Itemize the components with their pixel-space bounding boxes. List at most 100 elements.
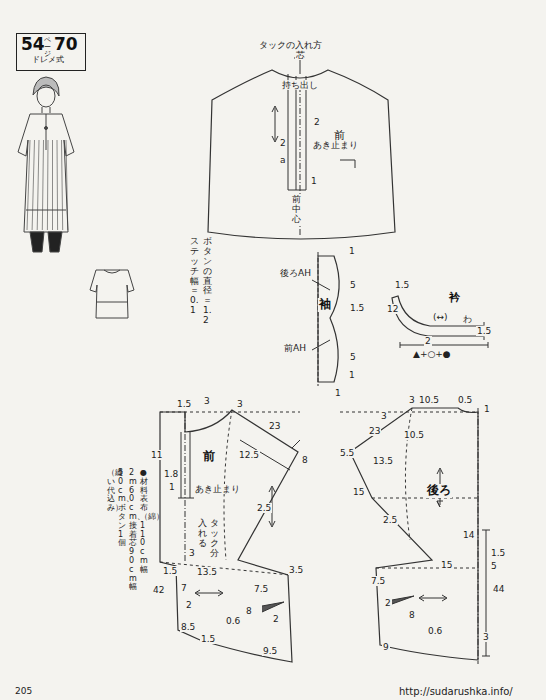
dimension-label: 1.5 [476, 326, 492, 336]
back-view-illustration [90, 270, 134, 318]
pattern-line [42, 140, 43, 230]
dimension-label: 1 [334, 388, 342, 398]
pattern-line [66, 140, 68, 230]
dimension-label: 1.5 [490, 548, 506, 558]
vertical-note: （縫い代込み） [107, 468, 115, 514]
pattern-line [27, 140, 68, 230]
dimension-label: 15 [352, 487, 365, 497]
dimension-label: 9.5 [262, 646, 278, 656]
pattern-line [392, 596, 414, 604]
dimension-label: 1 [310, 176, 318, 186]
dimension-label: 2.5 [382, 515, 398, 525]
dimension-label: あき止まり [194, 484, 241, 494]
piece-name: 70 [53, 35, 79, 55]
dimension-label: あき止まり [312, 140, 359, 150]
pattern-line [272, 106, 278, 142]
pattern-line [37, 140, 39, 230]
dimension-label: 2 [185, 600, 193, 610]
pattern-line [32, 140, 34, 230]
dimension-label: 3.5 [288, 565, 304, 575]
dimension-label: 8.5 [180, 622, 196, 632]
front-piece [160, 410, 300, 662]
dimension-label: 持ち出し [281, 80, 319, 90]
dimension-label: 5 [349, 352, 357, 362]
pattern-line [482, 530, 490, 656]
dimension-label: 8 [245, 606, 253, 616]
dimension-label: 10.5 [418, 395, 440, 405]
dimension-label: 0.6 [225, 616, 241, 626]
dimension-label: 3 [188, 548, 196, 558]
page-header-box: 54ページ70ドレメ式 [16, 33, 86, 71]
dimension-label: 12.5 [238, 450, 260, 460]
dimension-label: タックの入れ方 [258, 40, 323, 50]
vertical-note: ボタンの直径＝1.2 [203, 236, 212, 327]
pattern-line [262, 602, 284, 612]
piece-name: 袖 [318, 298, 332, 312]
dimension-label: 23 [368, 426, 381, 436]
dimension-label: 15 [440, 560, 453, 570]
vertical-note: 入れる [198, 518, 207, 550]
pattern-line [97, 270, 127, 302]
pattern-line [392, 296, 484, 336]
pattern-line [312, 280, 330, 350]
vertical-note: 2m60cm、接着芯90cm幅 [129, 468, 137, 593]
pattern-line [340, 160, 355, 168]
dimension-label: 1 [483, 404, 491, 414]
piece-name: ドレメ式 [31, 55, 65, 64]
dimension-label: 1.5 [176, 399, 192, 409]
vertical-note: ステッチ幅＝0.1 [190, 236, 199, 317]
pattern-line [185, 412, 186, 562]
dimension-label: 1 [168, 482, 176, 492]
dimension-label: 5.5 [339, 448, 355, 458]
pattern-line [57, 140, 59, 230]
sleeve-piece [312, 252, 339, 386]
pattern-line [400, 342, 488, 348]
pattern-line [47, 140, 49, 230]
vertical-note: 50cm、ボタン1個 [118, 468, 126, 549]
pattern-line [288, 74, 306, 190]
vertical-note: 前中心 [292, 194, 301, 226]
front-piece: 前 [150, 400, 310, 670]
dimension-label: 0.6 [427, 626, 443, 636]
dimension-label: 1.5 [200, 634, 216, 644]
pattern-line [160, 410, 298, 662]
pattern-line [195, 590, 223, 596]
pattern-line [37, 85, 55, 107]
dimension-label: 10.5 [403, 430, 425, 440]
dimension-label: 5 [490, 561, 498, 571]
dimension-label: 11 [150, 450, 163, 460]
dimension-label: 2 [313, 117, 321, 127]
dimension-label: 3 [380, 411, 388, 421]
pattern-line [160, 412, 300, 413]
pattern-line [30, 232, 62, 252]
dimension-label: 1 [348, 246, 356, 256]
dimension-label: 0.5 [457, 395, 473, 405]
dimension-label: 芯 [295, 50, 306, 60]
piece-name: 後ろ [426, 484, 452, 498]
pattern-line [350, 408, 478, 660]
back-piece [340, 408, 490, 664]
vertical-note: タック分 [210, 518, 219, 560]
dimension-label: 3 [408, 395, 416, 405]
dimension-label: 8 [301, 455, 309, 465]
dimension-label: 23 [268, 421, 281, 431]
pattern-line [318, 252, 319, 386]
pattern-line [294, 46, 306, 74]
piece-name: 54 [20, 35, 46, 55]
dimension-label: (↔) [432, 312, 449, 322]
dimension-label: 1.8 [163, 469, 179, 479]
tuck-detail-piece [208, 46, 395, 239]
pattern-line [26, 210, 66, 211]
piece-name: 衿 [448, 292, 461, 305]
dimension-label: 1.5 [394, 280, 410, 290]
pattern-line [405, 408, 412, 540]
figure-illustration [18, 77, 74, 252]
dimension-label: 1.5 [349, 303, 365, 313]
dimension-label: 3 [203, 396, 211, 406]
pattern-line [46, 114, 47, 150]
dimension-label: 13.5 [372, 456, 394, 466]
dimension-label: 205 [14, 686, 33, 696]
dimension-label: 2 [384, 598, 392, 608]
